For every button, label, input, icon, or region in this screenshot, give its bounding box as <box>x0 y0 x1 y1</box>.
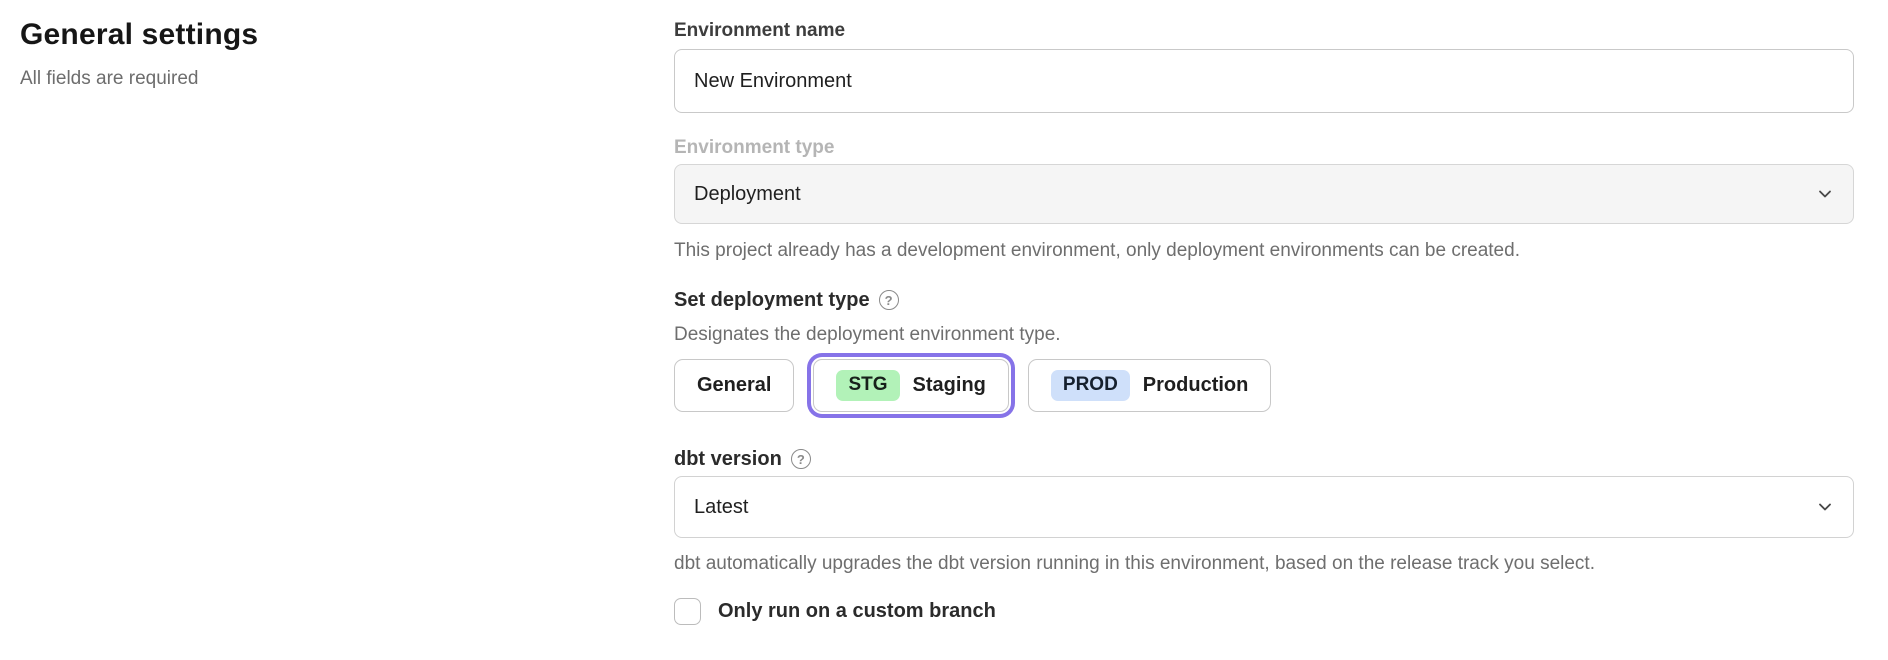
dbt-version-helper: dbt automatically upgrades the dbt versi… <box>674 553 1595 574</box>
dbt-version-label-text: dbt version <box>674 448 782 470</box>
environment-name-label: Environment name <box>674 20 846 41</box>
dbt-version-value: Latest <box>694 495 749 518</box>
deployment-type-staging-label: Staging <box>912 374 986 396</box>
environment-type-label: Environment type <box>674 137 835 158</box>
environment-name-input[interactable] <box>674 49 1854 113</box>
deployment-type-general-label: General <box>697 374 772 396</box>
chevron-down-icon <box>1816 498 1834 516</box>
dbt-version-select[interactable]: Latest <box>674 476 1854 538</box>
environment-type-select[interactable]: Deployment <box>674 164 1854 224</box>
dbt-version-label: dbt version ? <box>674 445 1854 473</box>
settings-header: General settings All fields are required <box>20 18 620 90</box>
environment-type-helper: This project already has a development e… <box>674 240 1520 261</box>
help-icon[interactable]: ? <box>878 290 899 310</box>
help-icon[interactable]: ? <box>790 449 811 469</box>
custom-branch-checkbox[interactable] <box>674 598 701 625</box>
deployment-type-helper: Designates the deployment environment ty… <box>674 324 1061 345</box>
deployment-type-production-button[interactable]: PROD Production <box>1027 359 1272 412</box>
page-subtitle: All fields are required <box>20 68 199 89</box>
production-badge: PROD <box>1050 370 1130 401</box>
custom-branch-label[interactable]: Only run on a custom branch <box>718 600 996 622</box>
custom-branch-row: Only run on a custom branch <box>674 598 1854 625</box>
deployment-type-label-text: Set deployment type <box>674 289 870 311</box>
deployment-type-general-button[interactable]: General <box>674 359 795 412</box>
deployment-type-staging-button[interactable]: STG Staging <box>813 359 1009 412</box>
deployment-type-options: General STG Staging PROD Production <box>674 359 1854 412</box>
environment-type-value: Deployment <box>694 182 801 205</box>
page-title: General settings <box>20 18 259 51</box>
staging-badge: STG <box>836 370 900 401</box>
chevron-down-icon <box>1816 185 1834 203</box>
deployment-type-label: Set deployment type ? <box>674 286 1854 314</box>
deployment-type-production-label: Production <box>1142 374 1249 396</box>
environment-settings-form: Environment name Environment type Deploy… <box>674 18 1854 625</box>
